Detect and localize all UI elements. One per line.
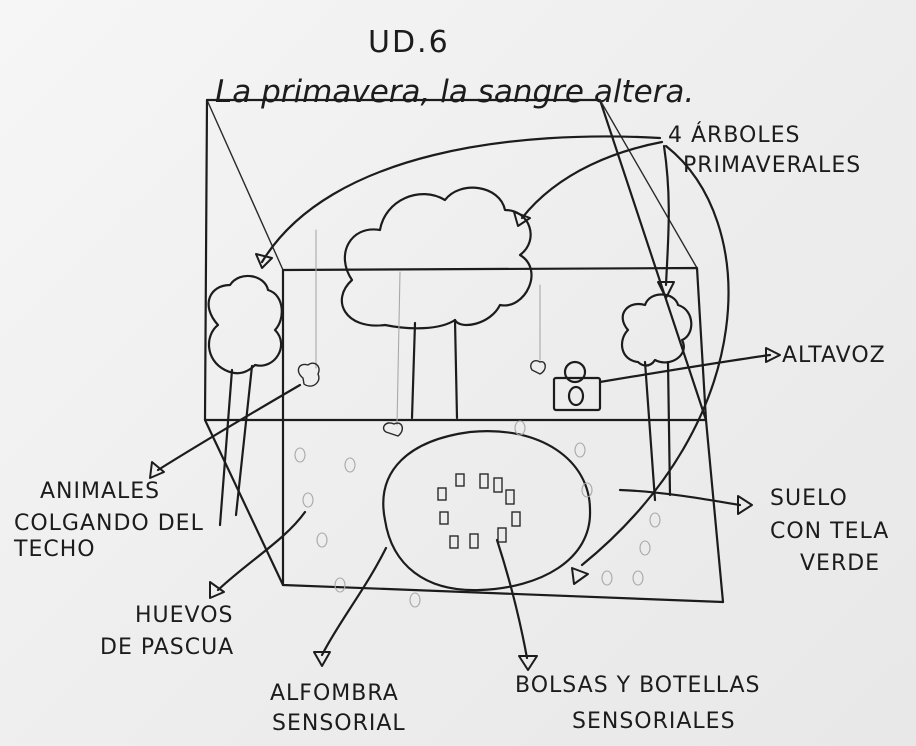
tree-center-trunk <box>410 318 459 420</box>
hanging-bird-icon <box>530 360 546 375</box>
label-bags-line2: SENSORIALES <box>572 709 736 734</box>
tree-center-crown <box>340 186 533 330</box>
arrow-speaker <box>598 353 772 384</box>
annotation-arrows <box>149 135 781 671</box>
label-trees-line1: 4 ÁRBOLES <box>668 122 800 148</box>
label-trees: 4 ÁRBOLES PRIMAVERALES <box>668 122 861 178</box>
label-bags: BOLSAS Y BOTELLAS SENSORIALES <box>515 673 761 734</box>
carpet-circle <box>382 430 592 592</box>
room-back-top <box>205 98 725 604</box>
arrow-trees-to-left-tree <box>260 135 662 264</box>
hanging-bee-icon <box>382 422 404 437</box>
arrow-carpet <box>320 546 388 657</box>
page-subtitle: La primavera, la sangre altera. <box>215 74 694 110</box>
tree-left-crown <box>207 274 283 375</box>
label-animals-line2: COLGANDO DEL <box>14 511 204 536</box>
label-eggs: HUEVOS DE PASCUA <box>100 603 234 660</box>
hanging-strings <box>315 229 541 426</box>
label-carpet: ALFOMBRA SENSORIAL <box>270 681 406 736</box>
arrow-eggs <box>216 510 307 592</box>
page-title: UD.6 <box>368 25 450 60</box>
label-eggs-line2: DE PASCUA <box>100 635 234 660</box>
label-floor-line3: VERDE <box>800 551 880 576</box>
easter-eggs <box>294 420 661 608</box>
arrow-bags <box>495 538 529 660</box>
label-carpet-line2: SENSORIAL <box>272 711 406 736</box>
tree-center <box>340 186 533 420</box>
label-floor-line2: CON TELA <box>770 519 889 544</box>
label-animals: ANIMALES COLGANDO DEL TECHO <box>13 479 204 562</box>
tree-right-trunk <box>643 360 672 502</box>
label-animals-line1: ANIMALES <box>40 479 160 504</box>
label-carpet-line1: ALFOMBRA <box>270 681 399 706</box>
label-floor: SUELO CON TELA VERDE <box>770 486 889 576</box>
arrow-trees-to-center-tree <box>520 140 664 220</box>
label-trees-line2: PRIMAVERALES <box>683 153 861 178</box>
sensory-carpet <box>382 430 592 592</box>
label-bags-line1: BOLSAS Y BOTELLAS <box>515 673 761 698</box>
tree-left <box>207 274 283 527</box>
label-eggs-line1: HUEVOS <box>135 603 234 628</box>
arrow-floor <box>618 488 742 507</box>
label-speaker: ALTAVOZ <box>782 343 886 368</box>
room-ceiling-edges <box>206 99 698 271</box>
hanging-butterfly-icon <box>297 362 320 387</box>
tree-right <box>620 293 693 502</box>
speaker-icon <box>552 360 602 412</box>
arrow-animals <box>156 383 302 472</box>
arrow-trees-to-right-tree <box>662 144 670 287</box>
sensory-bottles <box>437 473 521 549</box>
label-floor-line1: SUELO <box>770 486 848 511</box>
label-animals-line3: TECHO <box>13 537 96 562</box>
room-left-wall <box>203 98 725 604</box>
room-back-wall <box>281 266 708 587</box>
tree-right-crown <box>620 293 693 367</box>
room-box <box>203 98 725 604</box>
tree-left-trunk <box>218 364 254 527</box>
arrow-trees-to-floor <box>580 144 730 567</box>
hanging-animals <box>297 229 546 437</box>
